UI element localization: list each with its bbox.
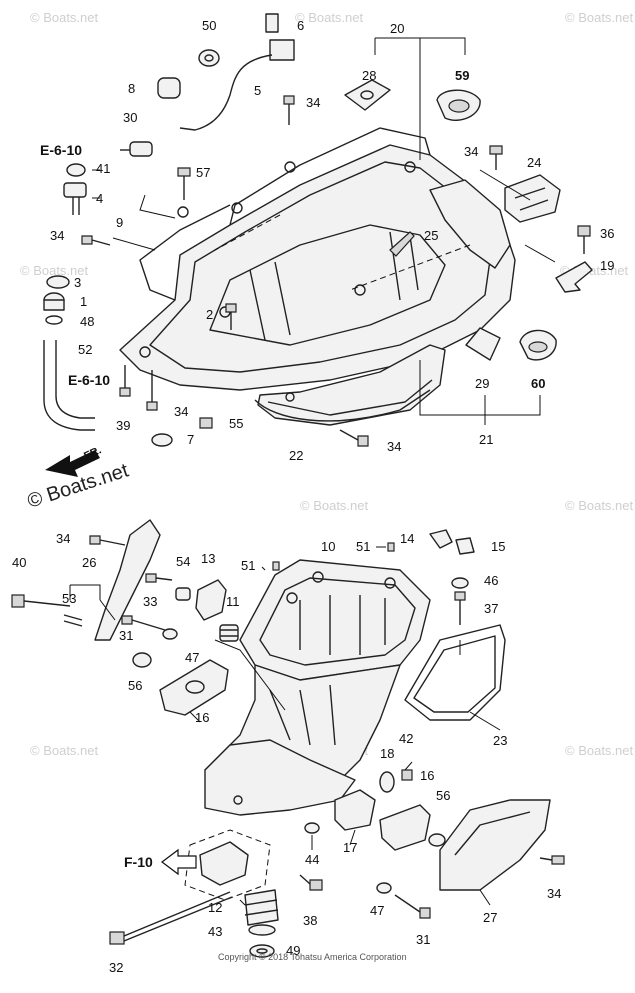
watermark: © Boats.net bbox=[300, 498, 369, 513]
watermark: © Boats.net bbox=[30, 10, 99, 25]
callout-53[interactable]: 53 bbox=[62, 591, 76, 606]
callout-34[interactable]: 34 bbox=[306, 95, 320, 110]
callout-40[interactable]: 40 bbox=[12, 555, 26, 570]
callout-20[interactable]: 20 bbox=[390, 21, 404, 36]
callout-2[interactable]: 2 bbox=[206, 307, 213, 322]
callout-31[interactable]: 31 bbox=[416, 932, 430, 947]
callout-55[interactable]: 55 bbox=[229, 416, 243, 431]
callout-29[interactable]: 29 bbox=[475, 376, 489, 391]
callout-13[interactable]: 13 bbox=[201, 551, 215, 566]
callout-7[interactable]: 7 bbox=[187, 432, 194, 447]
ref-f-10[interactable]: F-10 bbox=[124, 854, 153, 870]
f10-arrow bbox=[161, 848, 197, 876]
callout-18[interactable]: 18 bbox=[380, 746, 394, 761]
callout-26[interactable]: 26 bbox=[82, 555, 96, 570]
drive-shaft-housing bbox=[204, 559, 431, 816]
watermark: © Boats.net bbox=[565, 10, 634, 25]
callout-47[interactable]: 47 bbox=[185, 650, 199, 665]
callout-41[interactable]: 41 bbox=[96, 161, 110, 176]
callout-47[interactable]: 47 bbox=[370, 903, 384, 918]
callout-10[interactable]: 10 bbox=[321, 539, 335, 554]
ref-e-6-10-side[interactable]: E-6-10 bbox=[68, 372, 110, 388]
callout-48[interactable]: 48 bbox=[80, 314, 94, 329]
callout-39[interactable]: 39 bbox=[116, 418, 130, 433]
callout-46[interactable]: 46 bbox=[484, 573, 498, 588]
callout-17[interactable]: 17 bbox=[343, 840, 357, 855]
callout-34[interactable]: 34 bbox=[56, 531, 70, 546]
callout-30[interactable]: 30 bbox=[123, 110, 137, 125]
upper-small-parts bbox=[43, 13, 593, 447]
callout-32[interactable]: 32 bbox=[109, 960, 123, 975]
ref-e-6-10-top[interactable]: E-6-10 bbox=[40, 142, 82, 158]
lower-small-parts bbox=[11, 519, 565, 958]
callout-43[interactable]: 43 bbox=[208, 924, 222, 939]
callout-59[interactable]: 59 bbox=[455, 68, 469, 83]
callout-3[interactable]: 3 bbox=[74, 275, 81, 290]
callout-8[interactable]: 8 bbox=[128, 81, 135, 96]
watermark: © Boats.net bbox=[565, 498, 634, 513]
callout-44[interactable]: 44 bbox=[305, 852, 319, 867]
callout-51[interactable]: 51 bbox=[241, 558, 255, 573]
callout-28[interactable]: 28 bbox=[362, 68, 376, 83]
callout-6[interactable]: 6 bbox=[297, 18, 304, 33]
callout-34[interactable]: 34 bbox=[174, 404, 188, 419]
callout-57[interactable]: 57 bbox=[196, 165, 210, 180]
watermark: © Boats.net bbox=[30, 743, 99, 758]
callout-56[interactable]: 56 bbox=[128, 678, 142, 693]
arrow-left-icon bbox=[161, 848, 197, 876]
callout-56[interactable]: 56 bbox=[436, 788, 450, 803]
front-direction-arrow: FR. bbox=[45, 444, 103, 477]
callout-15[interactable]: 15 bbox=[491, 539, 505, 554]
arrow-icon bbox=[45, 450, 100, 477]
callout-51[interactable]: 51 bbox=[356, 539, 370, 554]
callout-14[interactable]: 14 bbox=[400, 531, 414, 546]
callout-4[interactable]: 4 bbox=[96, 191, 103, 206]
callout-38[interactable]: 38 bbox=[303, 913, 317, 928]
copyright-text: Copyright © 2018 Tohatsu America Corpora… bbox=[218, 952, 407, 962]
callout-34[interactable]: 34 bbox=[464, 144, 478, 159]
callout-11[interactable]: 11 bbox=[226, 594, 240, 609]
watermark: © Boats.net bbox=[20, 263, 89, 278]
callout-31[interactable]: 31 bbox=[119, 628, 133, 643]
callout-24[interactable]: 24 bbox=[527, 155, 541, 170]
callout-1[interactable]: 1 bbox=[80, 294, 87, 309]
callout-52[interactable]: 52 bbox=[78, 342, 92, 357]
callout-27[interactable]: 27 bbox=[483, 910, 497, 925]
callout-33[interactable]: 33 bbox=[143, 594, 157, 609]
lower-leaders bbox=[69, 546, 501, 906]
callouts: 50 6 20 8 5 28 59 34 30 E-6-10 34 24 41 … bbox=[12, 18, 614, 975]
callout-50[interactable]: 50 bbox=[202, 18, 216, 33]
callout-42[interactable]: 42 bbox=[399, 731, 413, 746]
callout-54[interactable]: 54 bbox=[176, 554, 190, 569]
callout-5[interactable]: 5 bbox=[254, 83, 261, 98]
callout-34[interactable]: 34 bbox=[387, 439, 401, 454]
callout-60[interactable]: 60 bbox=[531, 376, 545, 391]
callout-25[interactable]: 25 bbox=[424, 228, 438, 243]
callout-21[interactable]: 21 bbox=[479, 432, 493, 447]
direction-label: FR. bbox=[82, 444, 103, 462]
callout-34[interactable]: 34 bbox=[547, 886, 561, 901]
callout-22[interactable]: 22 bbox=[289, 448, 303, 463]
callout-37[interactable]: 37 bbox=[484, 601, 498, 616]
upper-leaders bbox=[92, 37, 556, 425]
callout-19[interactable]: 19 bbox=[600, 258, 614, 273]
bottom-cowling bbox=[119, 127, 516, 426]
callout-9[interactable]: 9 bbox=[116, 215, 123, 230]
callout-12[interactable]: 12 bbox=[208, 900, 222, 915]
watermark: © Boats.net bbox=[565, 743, 634, 758]
callout-23[interactable]: 23 bbox=[493, 733, 507, 748]
callout-49[interactable]: 49 bbox=[286, 943, 300, 958]
watermark: © Boats.net bbox=[295, 10, 364, 25]
callout-16[interactable]: 16 bbox=[195, 710, 209, 725]
callout-36[interactable]: 36 bbox=[600, 226, 614, 241]
callout-16[interactable]: 16 bbox=[420, 768, 434, 783]
callout-34[interactable]: 34 bbox=[50, 228, 64, 243]
